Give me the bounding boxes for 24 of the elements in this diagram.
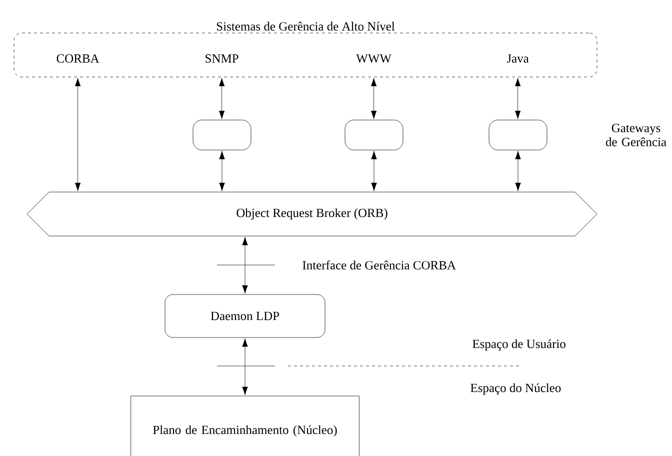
annotation-text: Espaço do Núcleo [470, 383, 561, 395]
arrow [242, 236, 248, 294]
arrow [219, 150, 225, 192]
arrow [74, 78, 81, 192]
system-label: CORBA [56, 54, 100, 63]
arrow [242, 338, 248, 396]
arrow [371, 150, 377, 192]
annotation-text: Espaço de Usuário [472, 339, 566, 351]
plane-box: Plano de Encaminhamento (Núcleo) [130, 396, 360, 456]
gateway-box [192, 120, 252, 150]
node-label: Sistemas de Gerência de Alto Nível [216, 22, 395, 31]
arrow [370, 78, 377, 120]
annotation-text: Interface de Gerência CORBA [302, 260, 456, 270]
arrow [218, 78, 225, 120]
arrow [514, 78, 521, 120]
gateway-box [488, 120, 548, 150]
system-label: WWW [356, 54, 392, 63]
arrow [515, 150, 521, 192]
annotation-text: Gateways de Gerência [606, 124, 666, 146]
system-label: Java [506, 54, 529, 63]
system-label: SNMP [206, 54, 238, 63]
daemon-box: Daemon LDP [164, 294, 326, 338]
gateway-box [344, 120, 404, 150]
orb-band: Object Request Broker (ORB) [26, 192, 598, 236]
